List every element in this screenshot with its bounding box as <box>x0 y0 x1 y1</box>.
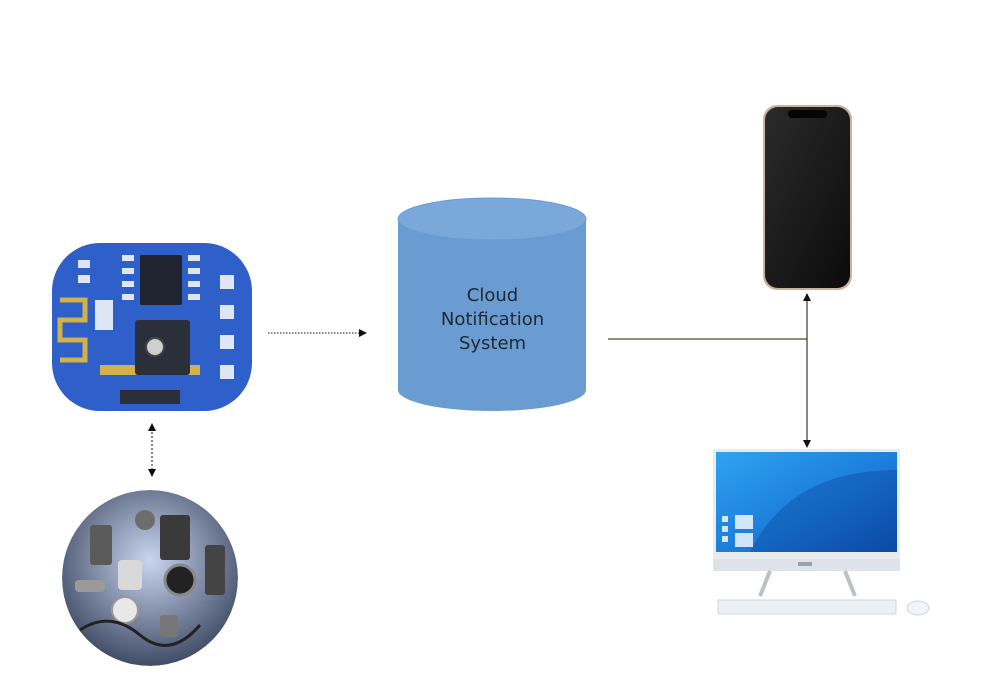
sensors-collection-icon <box>62 490 238 666</box>
smartphone-icon <box>763 105 852 290</box>
desktop-computer-icon <box>713 449 930 616</box>
cloud-system-label: Cloud Notification System <box>400 284 585 356</box>
cloud-label-line-3: System <box>458 333 527 354</box>
circuit-board-icon <box>52 243 252 411</box>
connector-cloud-to-devices <box>608 293 811 448</box>
cloud-label-line-1: Cloud <box>466 285 519 306</box>
database-cylinder-icon <box>397 197 587 411</box>
cloud-label-line-2: Notification <box>440 309 545 330</box>
